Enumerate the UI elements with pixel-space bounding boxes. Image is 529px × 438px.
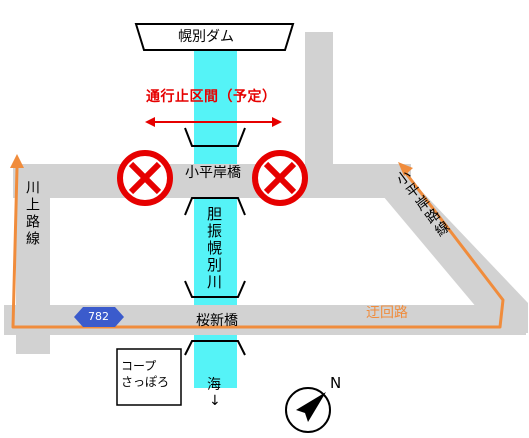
bridge-sakura-label: 桜新橋 [196, 313, 238, 329]
bridge-kohira-label: 小平岸橋 [185, 165, 241, 181]
detour-route [10, 154, 505, 329]
road-kohira-diagonal [383, 180, 528, 333]
coop-building [116, 348, 182, 406]
bridge-kohira-parapet-top [184, 127, 246, 147]
no-entry-cross-icon [252, 150, 308, 206]
road-kawakami-label: 川上路線 [24, 180, 40, 248]
coop-label-line2: さっぽろ [121, 375, 170, 389]
dam-structure [134, 23, 295, 51]
north-label: N [330, 374, 342, 392]
detour-arrow-head-right [398, 162, 413, 176]
river-label: 胆振幌別川 [205, 206, 223, 291]
route-number: 782 [88, 310, 109, 323]
no-entry-cross-icon [117, 150, 173, 206]
detour-arrow-head-left [10, 154, 24, 168]
river-lower [194, 338, 237, 388]
dam-label: 幌別ダム [178, 29, 234, 45]
bridge-sakura-parapet-top [184, 280, 246, 298]
closure-label: 通行止区間（予定） [146, 89, 277, 105]
sea-arrow: ↓ [209, 393, 221, 409]
road-kohira-horizontal [13, 164, 411, 198]
detour-label: 迂回路 [366, 305, 408, 321]
closure-span-arrow [145, 117, 282, 127]
coop-label-line1: コープ [121, 359, 157, 373]
route-badge-782 [74, 307, 124, 327]
bridge-marks [184, 127, 246, 356]
road-top-right-vertical [305, 32, 333, 172]
road-network [4, 32, 528, 354]
bridge-sakura-parapet-bottom [184, 340, 246, 356]
bridge-kohira-parapet-bottom [184, 197, 246, 216]
sea-label: 海 [207, 377, 221, 393]
compass-north-arrow-icon [285, 387, 331, 433]
